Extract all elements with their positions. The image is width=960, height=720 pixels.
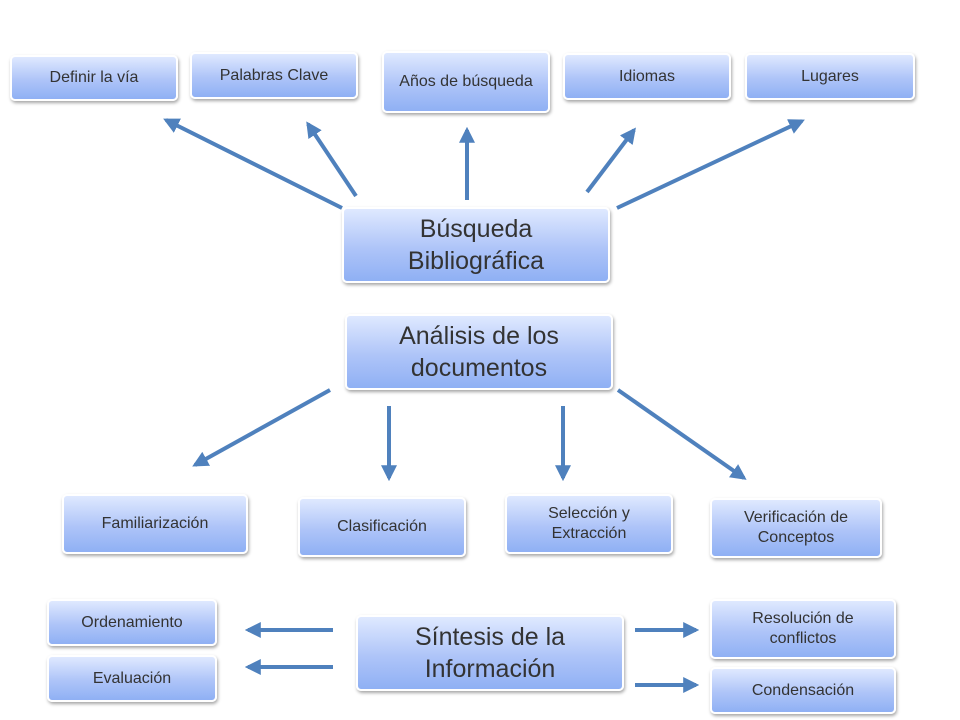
arrow-to-familiarizacion	[192, 388, 331, 467]
node-seleccion-y-extraccion: Selección y Extracción	[505, 494, 673, 554]
node-condensacion: Condensación	[710, 667, 896, 714]
arrow-to-lugares	[616, 119, 805, 210]
arrow-to-verificacion	[616, 388, 747, 480]
node-sintesis-de-la-informacion: Síntesis de la Información	[356, 615, 624, 691]
node-lugares: Lugares	[745, 53, 915, 100]
arrow-to-idiomas	[585, 127, 636, 194]
node-idiomas: Idiomas	[563, 53, 731, 100]
arrow-to-definir	[163, 118, 343, 210]
node-verificacion-de-conceptos: Verificación de Conceptos	[710, 498, 882, 558]
node-resolucion-de-conflictos: Resolución de conflictos	[710, 599, 896, 659]
node-ordenamiento: Ordenamiento	[47, 599, 217, 646]
node-anos-de-busqueda: Años de búsqueda	[382, 51, 550, 113]
node-definir-la-via: Definir la vía	[10, 55, 178, 101]
arrow-to-palabras	[306, 121, 358, 198]
node-clasificacion: Clasificación	[298, 497, 466, 557]
node-busqueda-bibliografica: Búsqueda Bibliográfica	[342, 207, 610, 283]
node-palabras-clave: Palabras Clave	[190, 52, 358, 99]
node-analisis-de-los-documentos: Análisis de los documentos	[345, 314, 613, 390]
node-evaluacion: Evaluación	[47, 655, 217, 702]
node-familiarizacion: Familiarización	[62, 494, 248, 554]
